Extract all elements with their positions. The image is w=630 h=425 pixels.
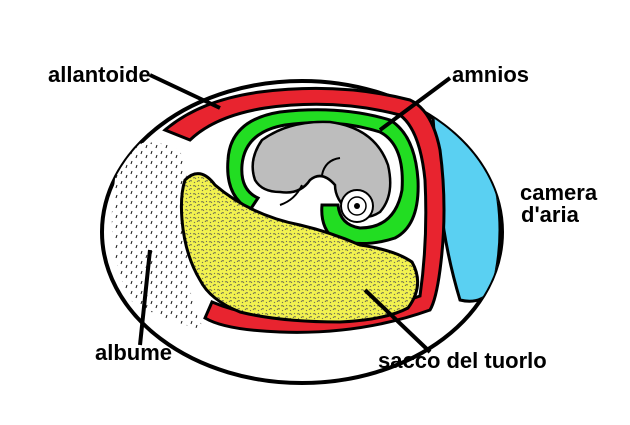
label-camera: camera <box>520 180 598 205</box>
leader-albume <box>138 249 152 346</box>
label-daria: d'aria <box>521 202 580 227</box>
embryo-limb <box>279 157 341 206</box>
amnion <box>226 108 420 245</box>
leader-sacco <box>363 288 432 354</box>
yolk-stalk-center <box>354 203 360 209</box>
leader-amnios <box>378 76 452 132</box>
label-allantoide: allantoide <box>48 62 151 87</box>
label-albume: albume <box>95 340 172 365</box>
label-amnios: amnios <box>452 62 529 87</box>
yolk-sac <box>179 172 420 324</box>
leader-allantoide <box>149 73 221 110</box>
label-sacco: sacco del tuorlo <box>378 348 547 373</box>
